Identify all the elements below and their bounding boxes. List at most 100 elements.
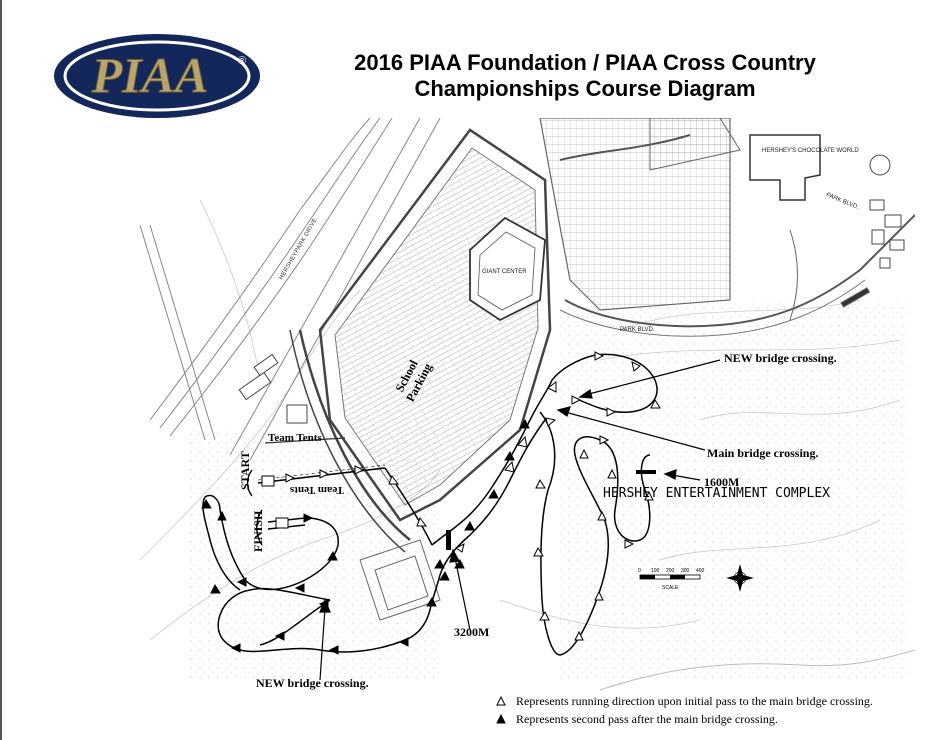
- open-triangle-marker: [624, 539, 635, 549]
- filled-triangle-marker: [303, 513, 314, 523]
- marker-3200-bar: [446, 530, 451, 550]
- park-blvd-road-edge: [559, 279, 866, 337]
- compass-rose-icon: [726, 564, 754, 592]
- label-park-blvd-2: PARK BLVD.: [825, 192, 860, 211]
- filled-triangle-marker: [519, 418, 530, 429]
- label-start: START: [238, 451, 252, 490]
- open-triangle-marker: [504, 460, 515, 473]
- open-triangle-marker: [285, 473, 296, 483]
- label-main-bridge: Main bridge crossing.: [707, 446, 819, 460]
- open-triangle-icon: [496, 696, 506, 706]
- logo-registered-mark: ®: [238, 55, 246, 67]
- terrain-texture-east: [560, 300, 910, 680]
- filled-triangle-icon: [496, 714, 506, 724]
- filled-triangle-marker: [294, 583, 305, 593]
- open-triangle-marker: [388, 474, 399, 485]
- filled-triangle-marker: [210, 583, 221, 594]
- chocolate-world-building: [749, 134, 821, 201]
- scale-tick-labels: 0 100 200 300 400 SCALE: [638, 568, 705, 591]
- open-triangle-marker: [354, 465, 365, 475]
- open-triangle-marker: [574, 630, 584, 641]
- open-triangle-marker: [597, 510, 607, 521]
- open-triangle-marker: [319, 469, 330, 479]
- north-parking-lots: [539, 118, 741, 311]
- open-triangle-marker: [644, 490, 654, 501]
- open-triangle-marker: [533, 546, 544, 557]
- legend-row-open: Represents running direction upon initia…: [496, 692, 873, 710]
- label-1600m: 1600M: [704, 475, 740, 489]
- filled-triangle-marker: [236, 577, 247, 587]
- stream-line: [599, 649, 915, 691]
- open-triangle-marker: [455, 543, 465, 553]
- complex-structures: [359, 229, 871, 621]
- filled-triangle-marker: [398, 637, 409, 647]
- title-line-2: Championships Course Diagram: [414, 76, 756, 101]
- page-title: 2016 PIAA Foundation / PIAA Cross Countr…: [290, 50, 880, 102]
- label-3200m: 3200M: [454, 625, 490, 639]
- callout-arrows: [319, 359, 721, 681]
- legend-open-text: Represents running direction upon initia…: [516, 693, 873, 708]
- filled-triangle-marker: [426, 596, 437, 607]
- filled-triangle-marker: [201, 498, 212, 509]
- logo-inner-ring: [63, 40, 251, 112]
- legend-row-filled: Represents second pass after the main br…: [496, 710, 873, 728]
- scale-tick-100: 100: [651, 568, 660, 574]
- label-giant-center: GIANT CENTER: [482, 269, 527, 275]
- open-triangle-marker: [416, 516, 427, 527]
- piaa-logo: PIAA ®: [54, 34, 260, 118]
- filled-triangle-marker: [488, 488, 499, 499]
- open-triangle-marker: [517, 435, 528, 448]
- label-new-bridge-top: NEW bridge crossing.: [724, 351, 837, 365]
- label-team-tents-2: Team Tents: [290, 484, 344, 496]
- scale-label: SCALE: [662, 585, 679, 591]
- filled-triangle-marker: [464, 520, 475, 531]
- map-legend: Represents running direction upon initia…: [496, 692, 873, 728]
- open-direction-markers: [285, 351, 661, 641]
- filled-triangle-marker: [274, 631, 285, 641]
- filled-triangle-marker: [439, 570, 450, 581]
- finish-chute: [256, 509, 306, 546]
- label-team-tents-1: Team Tents: [268, 432, 322, 444]
- open-triangle-marker: [607, 468, 617, 479]
- open-triangle-marker: [599, 435, 610, 445]
- filled-triangle-marker: [217, 510, 227, 521]
- open-triangle-marker: [650, 398, 661, 409]
- page-edge-rule: [0, 0, 2, 740]
- filled-triangle-marker: [230, 643, 241, 653]
- scale-tick-300: 300: [681, 568, 690, 574]
- label-hersheys-chocolate-world: HERSHEY'S CHOCOLATE WORLD: [762, 148, 859, 154]
- label-park-blvd-1: PARK BLVD.: [620, 327, 655, 333]
- scale-tick-200: 200: [666, 568, 675, 574]
- scale-tick-0: 0: [638, 568, 641, 574]
- filled-triangle-marker: [504, 450, 515, 461]
- open-triangle-marker: [571, 395, 582, 405]
- open-triangle-marker: [606, 407, 617, 417]
- label-hershey-entertainment-complex: HERSHEY ENTERTAINMENT COMPLEX: [603, 486, 830, 501]
- filled-triangle-marker: [434, 558, 445, 569]
- open-triangle-marker: [547, 381, 557, 393]
- west-buildings: [238, 353, 308, 424]
- legend-filled-text: Represents second pass after the main br…: [516, 711, 778, 726]
- label-chocolate-world-text: HERSHEY'S CHOCOLATE WORLD: [762, 148, 859, 154]
- open-triangle-marker: [594, 351, 605, 361]
- title-line-1: 2016 PIAA Foundation / PIAA Cross Countr…: [354, 50, 816, 75]
- scale-tick-400: 400: [696, 568, 705, 574]
- label-new-bridge-bottom: NEW bridge crossing.: [256, 676, 369, 690]
- filled-triangle-marker: [328, 645, 339, 655]
- giant-center-building: [469, 216, 546, 322]
- logo-text: PIAA: [91, 47, 209, 103]
- filled-direction-markers: [201, 418, 530, 655]
- logo-outer-ellipse: [54, 34, 260, 118]
- open-triangle-marker: [594, 590, 604, 601]
- open-triangle-marker: [539, 610, 550, 621]
- label-hersheypark-drive: HERSHEYPARK DRIVE: [279, 217, 319, 281]
- marker-1600-bar: [636, 470, 656, 474]
- label-finish: FINISH: [251, 510, 265, 552]
- railroad-lines: [139, 118, 441, 461]
- park-blvd-road: [564, 214, 915, 328]
- scale-bar: [639, 574, 701, 580]
- open-triangle-marker: [535, 478, 546, 489]
- open-triangle-marker: [579, 448, 589, 459]
- east-buildings: [869, 154, 905, 269]
